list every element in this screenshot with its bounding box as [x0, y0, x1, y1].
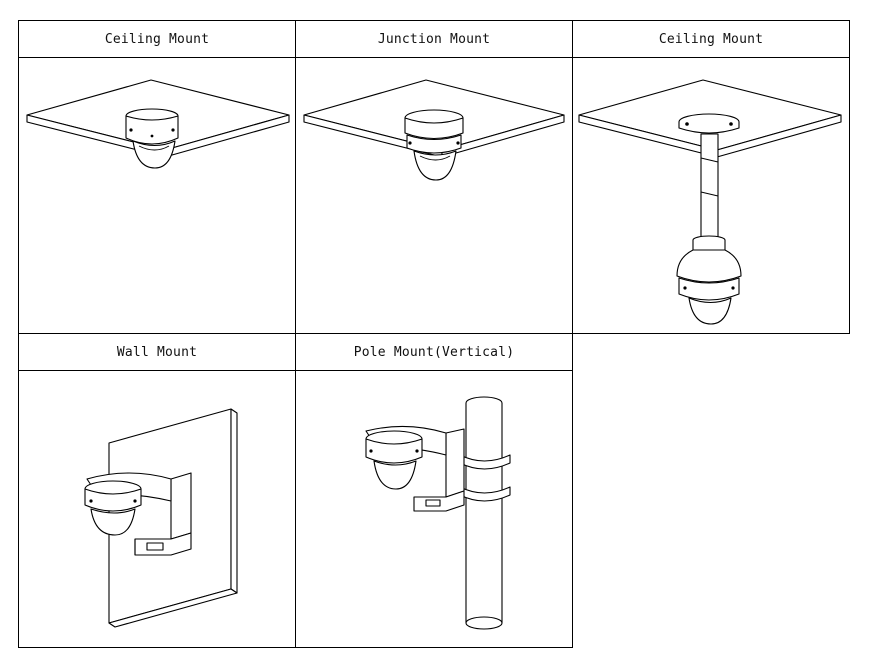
panel-header-pole-mount: Pole Mount(Vertical): [295, 333, 573, 371]
panel-title: Pole Mount(Vertical): [353, 344, 515, 360]
panel-title: Junction Mount: [377, 31, 491, 47]
panel-header-wall-mount: Wall Mount: [18, 333, 296, 371]
wall-mount-drawing: [84, 408, 238, 628]
panel-title: Ceiling Mount: [104, 31, 210, 47]
ceiling-mount-drawing: [26, 79, 290, 169]
panel-title: Wall Mount: [116, 344, 198, 360]
panel-header-pendant-ceiling-mount: Ceiling Mount: [572, 20, 850, 58]
pole-mount-drawing: [365, 396, 511, 630]
panel-illustration-pendant-mount: [572, 57, 850, 334]
panel-header-ceiling-mount: Ceiling Mount: [18, 20, 296, 58]
panel-header-junction-mount: Junction Mount: [295, 20, 573, 58]
panel-illustration-pole-mount: [295, 370, 573, 648]
panel-illustration-ceiling-mount: [18, 57, 296, 334]
panel-illustration-wall-mount: [18, 370, 296, 648]
panel-illustration-junction-mount: [295, 57, 573, 334]
panel-title: Ceiling Mount: [658, 31, 764, 47]
pendant-mount-drawing: [578, 79, 842, 325]
junction-mount-drawing: [303, 79, 565, 181]
